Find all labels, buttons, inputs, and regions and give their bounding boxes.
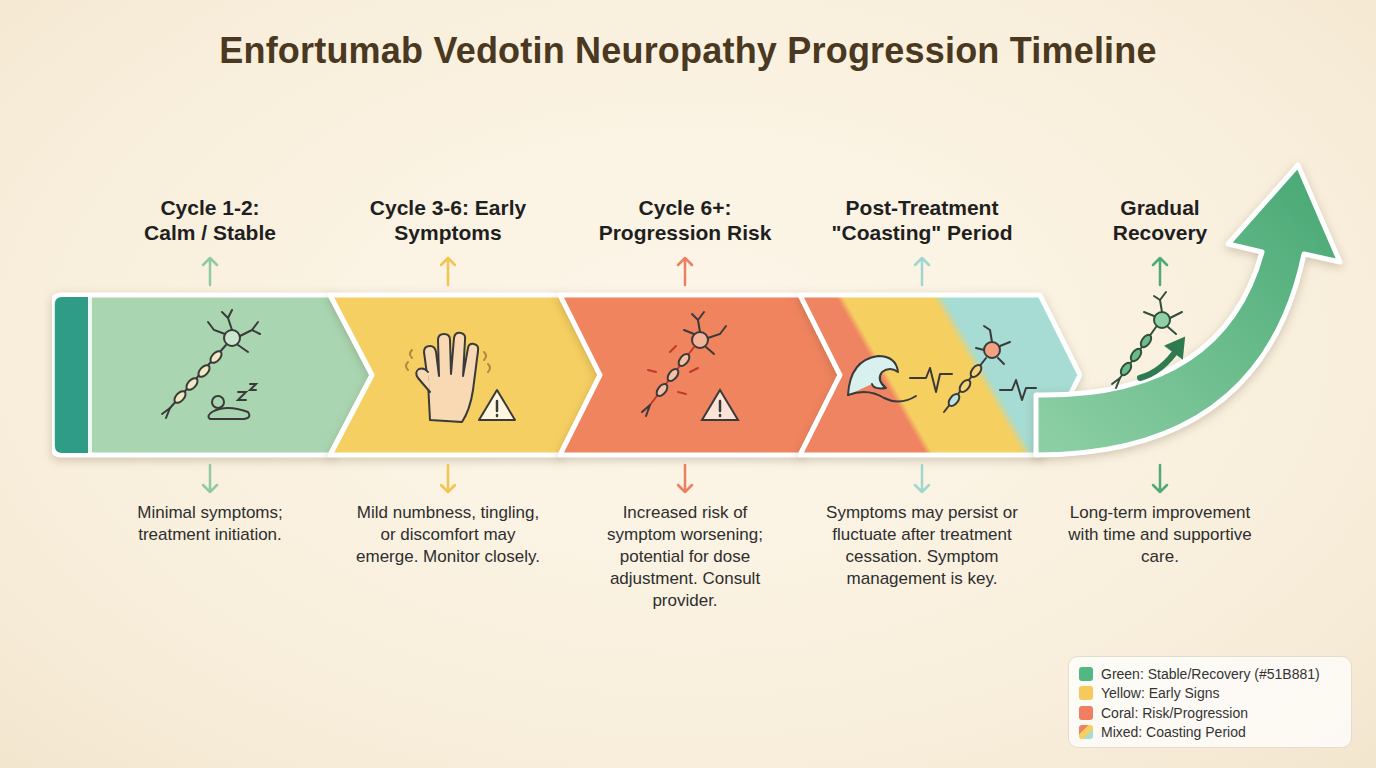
stage-heading: Post-Treatment "Coasting" Period [825,195,1020,245]
legend-row: Green: Stable/Recovery (#51B881) [1079,664,1341,684]
timeline-stage: Cycle 6+: Progression RiskIncreased risk… [558,150,842,600]
damaged-neuron-icon [642,312,738,420]
timeline-stage: Post-Treatment "Coasting" PeriodSymptoms… [798,150,1082,600]
legend-row: Yellow: Early Signs [1079,684,1341,704]
legend-swatch [1079,725,1093,739]
stage-description: Symptoms may persist or fluctuate after … [817,502,1027,590]
legend-label: Mixed: Coasting Period [1101,724,1246,740]
legend-swatch [1079,706,1093,720]
timeline-stage: Cycle 1-2: Calm / StableMinimal symptoms… [52,150,384,600]
stage-description: Increased risk of symptom worsening; pot… [590,502,780,612]
stage-heading: Cycle 3-6: Early Symptoms [366,195,531,245]
recovering-neuron-icon [1112,292,1184,388]
diagram-title: Enfortumab Vedotin Neuropathy Progressio… [0,30,1376,72]
stage-heading: Cycle 1-2: Calm / Stable [138,195,283,245]
stage-heading: Gradual Recovery [1098,195,1223,245]
legend-box: Green: Stable/Recovery (#51B881) Yellow: … [1068,656,1352,748]
legend-label: Yellow: Early Signs [1101,685,1220,701]
legend-swatch [1079,667,1093,681]
tingling-hand-icon [406,333,515,422]
stage-heading: Cycle 6+: Progression Risk [593,195,778,245]
leader-arrows [203,258,1167,492]
legend-label: Green: Stable/Recovery (#51B881) [1101,666,1320,682]
stage-description: Minimal symptoms; treatment initiation. [110,502,310,546]
legend-label: Coral: Risk/Progression [1101,705,1248,721]
legend-swatch [1079,686,1093,700]
timeline-stage: Gradual RecoveryLong-term improvement wi… [1030,150,1350,600]
legend-row: Mixed: Coasting Period [1079,723,1341,743]
timeline-stage: Cycle 3-6: Early SymptomsMild numbness, … [328,150,602,600]
resting-neuron-icon [162,310,260,419]
coasting-wave-icon [848,326,1036,412]
stage-description: Long-term improvement with time and supp… [1055,502,1265,568]
legend-row: Coral: Risk/Progression [1079,703,1341,723]
stage-description: Mild numbness, tingling, or discomfort m… [348,502,548,568]
